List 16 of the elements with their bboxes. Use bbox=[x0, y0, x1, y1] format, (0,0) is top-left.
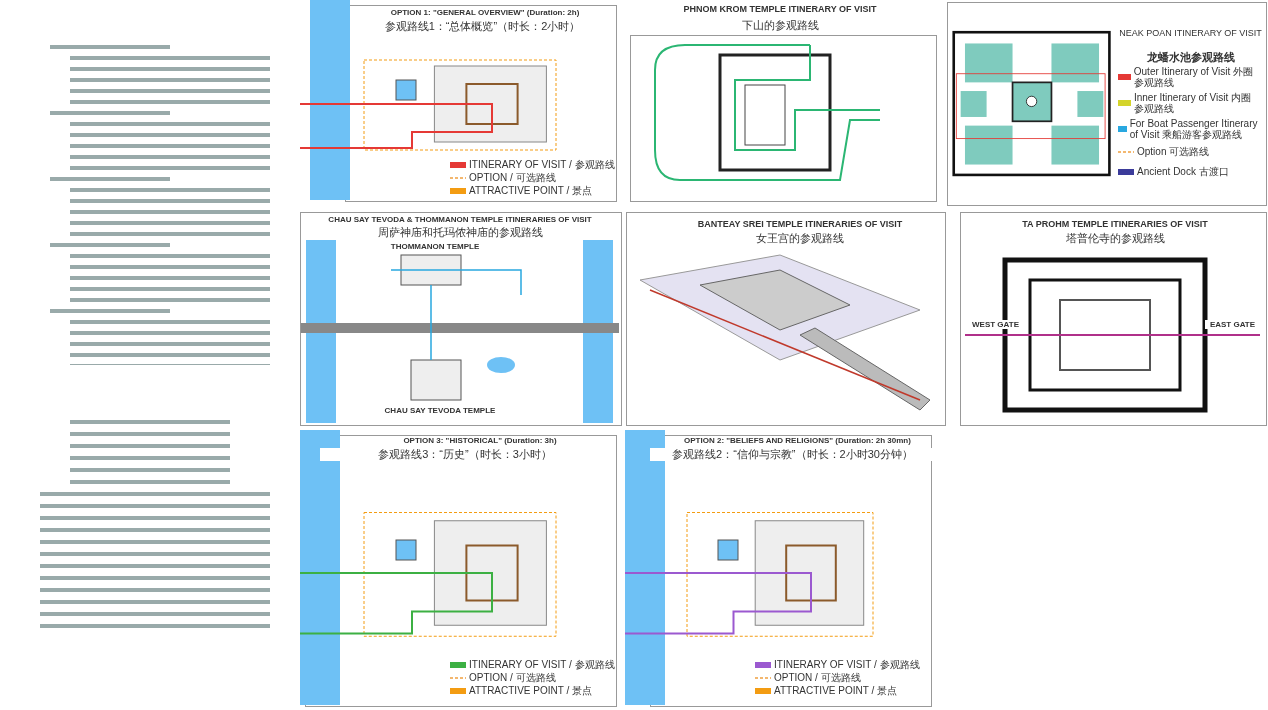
legend-text: Inner Itinerary of Visit 内圈参观路线 bbox=[1133, 92, 1253, 114]
legend-text: ATTRACTIVE POINT / 景点 bbox=[469, 684, 592, 698]
map-title: 参观路线2：“信仰与宗教”（时长：2小时30分钟） bbox=[650, 448, 935, 461]
legend-text: ITINERARY OF VISIT / 参观路线 bbox=[774, 658, 920, 672]
legend-text: OPTION / 可选路线 bbox=[469, 171, 556, 185]
map-title: NEAK POAN ITINERARY OF VISIT bbox=[1118, 28, 1263, 39]
legend-text: Outer Itinerary of Visit 外圈参观路线 bbox=[1133, 66, 1255, 88]
legend-text: OPTION / 可选路线 bbox=[469, 671, 556, 685]
legend-text: ATTRACTIVE POINT / 景点 bbox=[469, 184, 592, 198]
legend-text: For Boat Passenger Itinerary of Visit 乘船游客参观路线 bbox=[1129, 118, 1259, 140]
legend-text: ITINERARY OF VISIT / 参观路线 bbox=[469, 658, 615, 672]
legend-text: ITINERARY OF VISIT / 参观路线 bbox=[469, 158, 615, 172]
legend-text: OPTION / 可选路线 bbox=[774, 671, 861, 685]
legend-text: Ancient Dock 古渡口 bbox=[1137, 166, 1229, 177]
legend-text: ATTRACTIVE POINT / 景点 bbox=[774, 684, 897, 698]
legend-text: Option 可选路线 bbox=[1137, 146, 1210, 157]
